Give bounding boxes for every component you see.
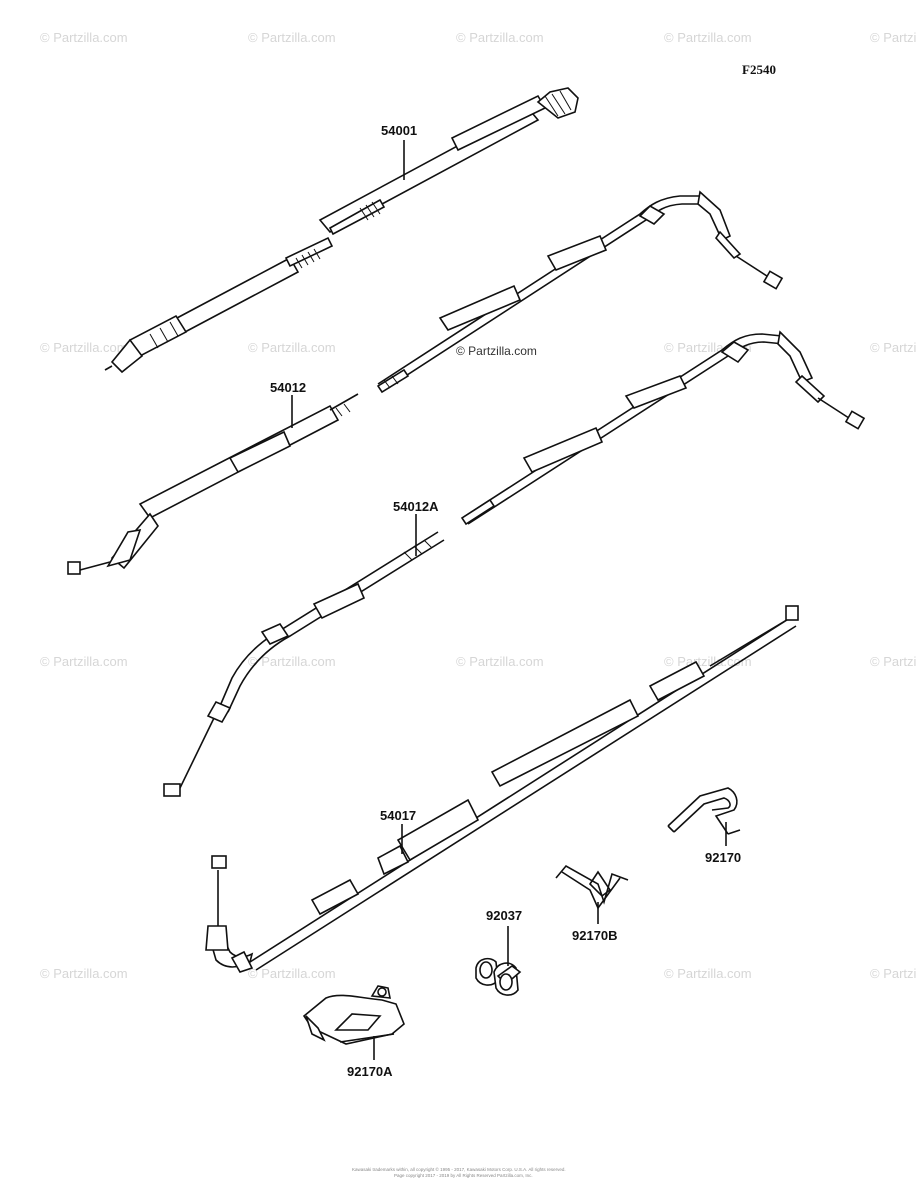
watermark: © Partzilla.com: [870, 966, 917, 981]
part-92170b-drawing: [555, 864, 629, 910]
watermark: © Partzilla.com: [456, 654, 544, 669]
part-92170a-drawing: [302, 985, 405, 1045]
watermark: © Partzilla.com: [870, 340, 917, 355]
figure-code: F2540: [742, 62, 776, 77]
part-number-54001[interactable]: 54001: [381, 123, 417, 138]
part-54012-drawing: [67, 190, 784, 575]
footer-line-2: Page copyright 2017 - 2019 by All Rights…: [394, 1173, 533, 1178]
watermark: © Partzilla.com: [40, 340, 128, 355]
part-number-54012[interactable]: 54012: [270, 380, 306, 395]
watermark: © Partzilla.com: [664, 654, 752, 669]
part-54012a-drawing: [163, 330, 866, 797]
watermark: © Partzilla.com: [456, 30, 544, 45]
part-54001-drawing: [104, 87, 579, 374]
part-number-92170[interactable]: 92170: [705, 850, 741, 865]
part-number-54012a[interactable]: 54012A: [393, 499, 439, 514]
watermark: © Partzilla.com: [40, 30, 128, 45]
watermark: © Partzilla.com: [248, 340, 336, 355]
watermark: © Partzilla.com: [664, 30, 752, 45]
watermark: © Partzilla.com: [870, 654, 917, 669]
footer-line-1: Kawasaki trademarks within, all copyrigh…: [352, 1166, 566, 1172]
watermark-center: © Partzilla.com: [456, 344, 537, 358]
watermark: © Partzilla.com: [664, 966, 752, 981]
part-number-92170a[interactable]: 92170A: [347, 1064, 393, 1079]
watermark: © Partzilla.com: [870, 30, 917, 45]
part-92170-drawing: [667, 787, 741, 835]
part-number-92170b[interactable]: 92170B: [572, 928, 618, 943]
part-92037-drawing: [475, 957, 522, 996]
part-number-92037[interactable]: 92037: [486, 908, 522, 923]
watermark: © Partzilla.com: [248, 30, 336, 45]
watermark: © Partzilla.com: [248, 966, 336, 981]
part-number-54017[interactable]: 54017: [380, 808, 416, 823]
part-54017-drawing: [205, 605, 799, 973]
watermark: © Partzilla.com: [248, 654, 336, 669]
watermark: © Partzilla.com: [40, 966, 128, 981]
watermark: © Partzilla.com: [40, 654, 128, 669]
